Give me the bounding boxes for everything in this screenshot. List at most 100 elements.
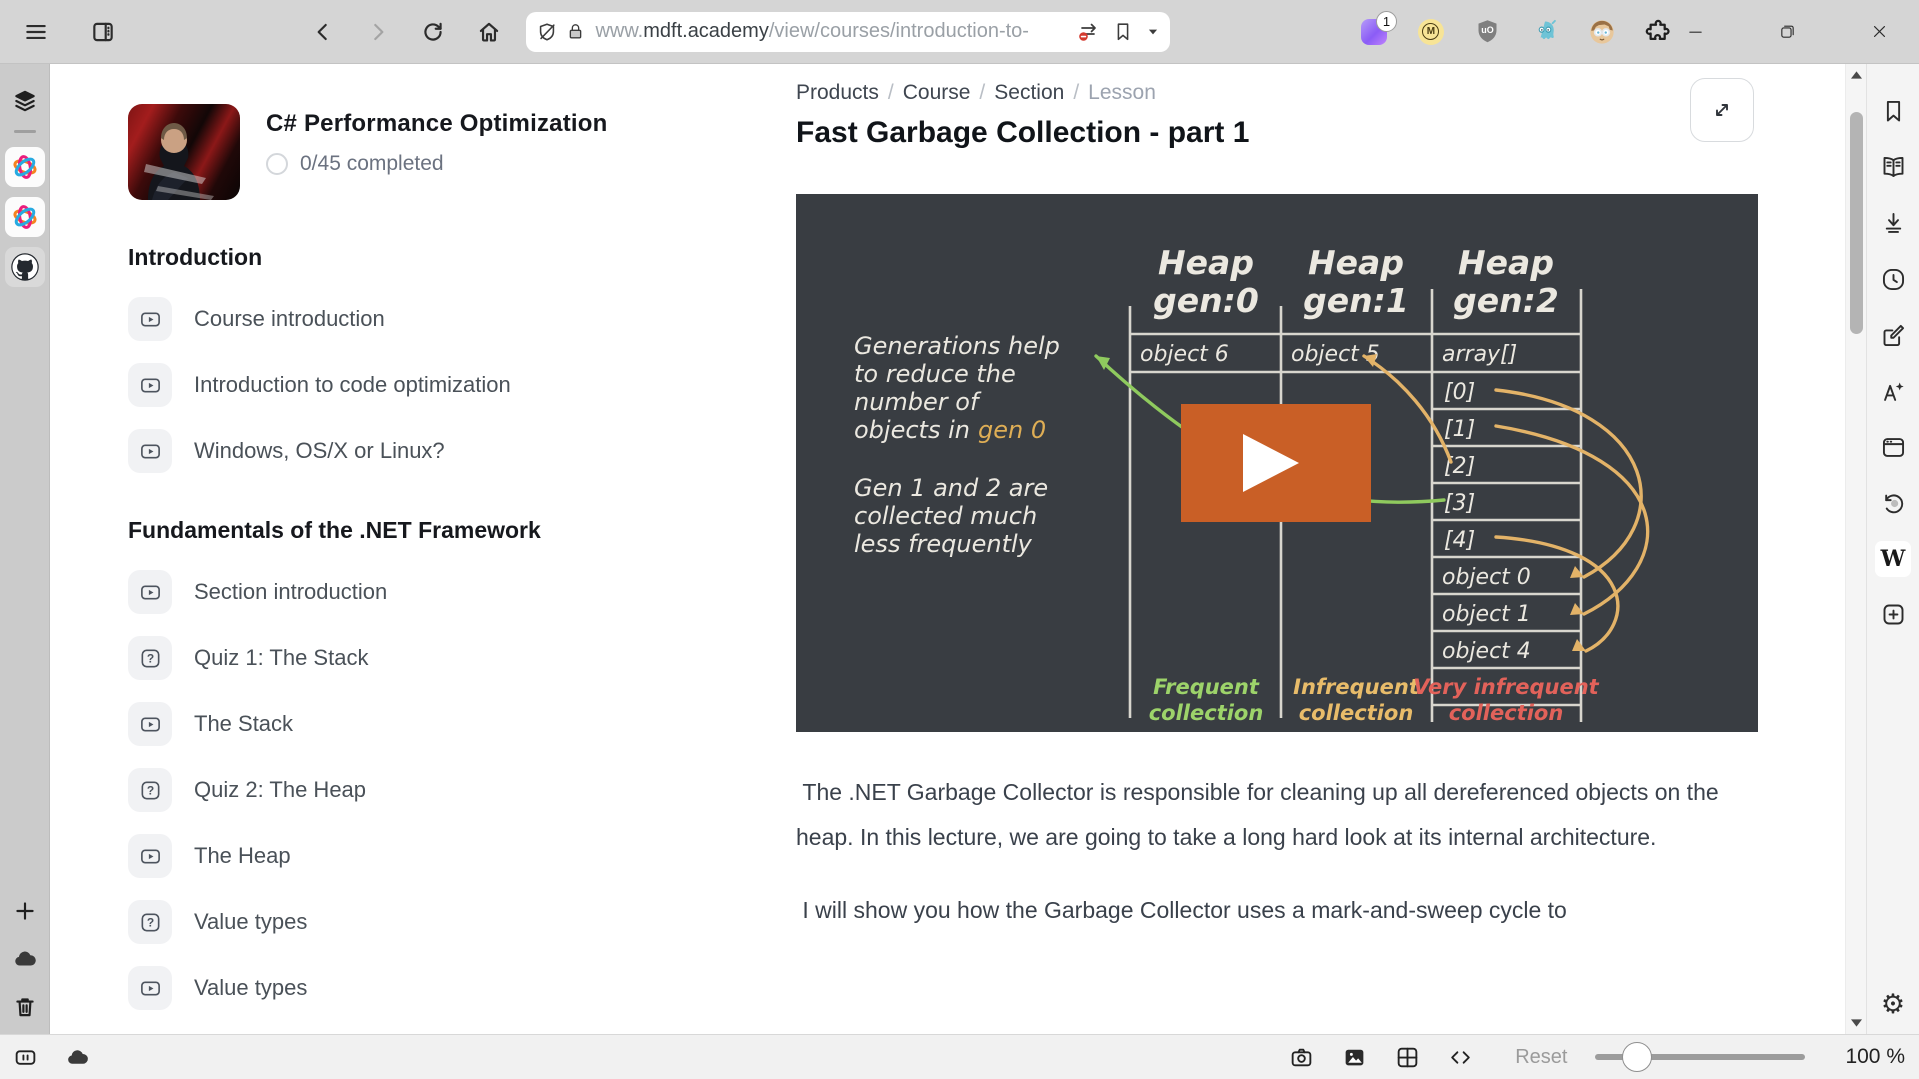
reading-list-icon[interactable] (1880, 154, 1907, 181)
menu-button[interactable] (14, 10, 57, 54)
bookmark-icon[interactable] (1112, 21, 1134, 43)
bookmarks-panel-icon[interactable] (1880, 98, 1907, 125)
svg-text:Heap: Heap (1158, 243, 1254, 282)
close-button[interactable] (1857, 10, 1901, 54)
scroll-down-arrow[interactable] (1846, 1012, 1867, 1034)
wikipedia-panel[interactable]: W (1875, 541, 1911, 577)
zoom-reset-button[interactable]: Reset (1515, 1045, 1568, 1068)
tiling-toggle-icon[interactable] (13, 1045, 38, 1070)
section-title: Fundamentals of the .NET Framework (128, 517, 541, 543)
shield-off-icon[interactable] (536, 21, 558, 43)
course-progress: 0/45 completed (266, 152, 607, 176)
fullscreen-button[interactable] (1690, 78, 1754, 142)
m-letter: M (1422, 23, 1440, 40)
downloads-icon[interactable] (1880, 210, 1907, 237)
lesson-item[interactable]: Introduction to code optimization (128, 363, 768, 407)
extensions-menu[interactable] (1645, 18, 1673, 46)
capture-icon[interactable] (1289, 1045, 1314, 1070)
breadcrumb-section[interactable]: Section (994, 81, 1065, 104)
lesson-item-label: The Stack (194, 711, 294, 736)
lesson-item[interactable]: ? Quiz 1: The Stack (128, 636, 768, 680)
zoom-slider-thumb[interactable] (1622, 1042, 1653, 1072)
panel-toggle-button[interactable] (81, 10, 124, 54)
home-button[interactable] (467, 10, 510, 54)
course-title: C# Performance Optimization (266, 110, 608, 137)
web-panel-favicon-2[interactable] (4, 197, 45, 237)
play-button[interactable] (1181, 404, 1371, 522)
extension-octopus[interactable] (1531, 18, 1559, 46)
zoom-slider-track[interactable] (1595, 1054, 1806, 1060)
trash-icon[interactable] (12, 994, 38, 1020)
video-icon (128, 363, 172, 407)
translate-icon[interactable] (1880, 378, 1907, 405)
lesson-item[interactable]: Section introduction (128, 570, 768, 614)
lesson-item[interactable]: Course introduction (128, 297, 768, 341)
svg-text:object 1: object 1 (1442, 602, 1531, 627)
lesson-item[interactable]: The Heap (128, 834, 768, 878)
extension-ublock[interactable]: uO (1474, 18, 1502, 46)
svg-text:[4]: [4] (1444, 528, 1475, 553)
windows-stack-icon[interactable] (12, 88, 38, 114)
web-panel-favicon-1[interactable] (4, 147, 45, 187)
profile-avatar[interactable] (1588, 18, 1616, 46)
extensions-area: 1 M uO (1360, 10, 1673, 46)
breadcrumb-course[interactable]: Course (902, 81, 971, 104)
quiz-icon: ? (128, 900, 172, 944)
lesson-item[interactable]: ? Value types (128, 900, 768, 944)
image-toggle-icon[interactable] (1342, 1045, 1367, 1070)
video-player[interactable]: Heap gen:0 Heap gen:1 Heap gen:2 Generat… (796, 194, 1758, 732)
cloud-sync-icon[interactable] (12, 946, 38, 972)
lesson-paragraph-1: The .NET Garbage Collector is responsibl… (796, 779, 1726, 850)
add-web-panel-icon[interactable] (1880, 601, 1907, 628)
url-path: /view/courses/introduction-to- (768, 20, 1029, 42)
restore-button[interactable] (1765, 10, 1809, 54)
lesson-item[interactable]: The Stack (128, 702, 768, 746)
extension-badge: 1 (1375, 10, 1397, 32)
main-area: C# Performance Optimization 0/45 complet… (0, 64, 1919, 1034)
status-right: Reset 100 % (1289, 1042, 1905, 1072)
svg-text:Gen 1 and 2 are: Gen 1 and 2 are (854, 474, 1048, 502)
back-button[interactable] (301, 10, 344, 54)
windows-panel-icon[interactable] (1880, 434, 1907, 461)
page-scrollbar[interactable] (1845, 64, 1866, 1034)
zoom-slider[interactable] (1595, 1042, 1806, 1072)
dropdown-caret-icon[interactable] (1146, 25, 1160, 39)
breadcrumb-products[interactable]: Products (796, 81, 879, 104)
svg-text:object 5: object 5 (1291, 342, 1380, 367)
notes-icon[interactable] (1880, 322, 1907, 349)
web-panel-github[interactable] (4, 247, 45, 287)
lock-icon[interactable] (566, 22, 585, 41)
lesson-item[interactable]: Windows, OS/X or Linux? (128, 429, 768, 473)
scrollbar-thumb[interactable] (1850, 112, 1863, 334)
extension-m[interactable]: M (1417, 18, 1445, 46)
section-fundamentals: Fundamentals of the .NET Framework Secti… (128, 517, 768, 1010)
wikipedia-w: W (1880, 546, 1906, 572)
settings-button[interactable]: ⚙ (1881, 989, 1905, 1034)
minimize-icon (1688, 31, 1702, 33)
page-actions-icon[interactable] (1448, 1045, 1473, 1070)
page-tiling-icon[interactable] (1395, 1045, 1420, 1070)
reload-button[interactable] (412, 10, 455, 54)
section-introduction: Introduction Course introduction Introdu… (128, 244, 768, 473)
sync-blocked-icon[interactable] (1076, 20, 1100, 44)
lesson-item[interactable]: Value types (128, 966, 768, 1010)
address-bar[interactable]: www.mdft.academy/view/courses/introducti… (526, 11, 1170, 52)
sync-status-icon[interactable] (65, 1045, 90, 1070)
close-icon (1873, 25, 1885, 38)
history-icon[interactable] (1880, 266, 1907, 293)
scroll-up-arrow[interactable] (1846, 64, 1867, 86)
minimize-button[interactable] (1673, 10, 1717, 54)
svg-text:Very infrequent: Very infrequent (1413, 675, 1599, 699)
svg-text:object 6: object 6 (1140, 342, 1229, 367)
lesson-item[interactable]: ? Quiz 2: The Heap (128, 768, 768, 812)
forward-button[interactable] (356, 10, 399, 54)
video-icon (128, 966, 172, 1010)
extension-sessions[interactable]: 1 (1360, 10, 1397, 46)
status-left (13, 1045, 90, 1070)
url-text[interactable]: www.mdft.academy/view/courses/introducti… (595, 20, 1076, 43)
svg-text:[1]: [1] (1444, 417, 1475, 442)
add-panel-icon[interactable] (12, 898, 38, 924)
session-panel-icon[interactable] (1880, 490, 1907, 517)
forward-icon (374, 23, 384, 40)
hamburger-icon (25, 24, 46, 39)
